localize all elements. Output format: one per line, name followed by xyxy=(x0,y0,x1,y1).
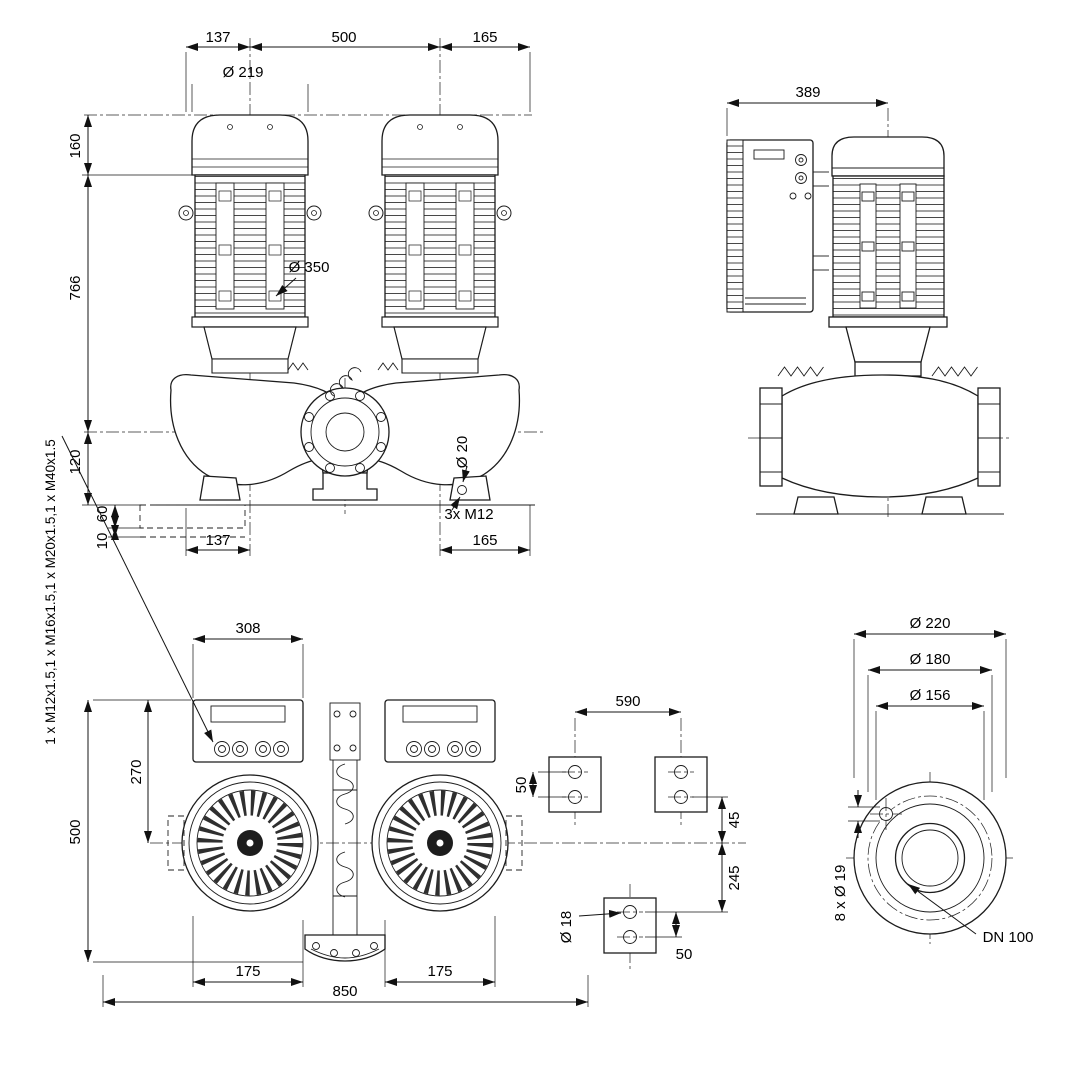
vfd-display xyxy=(753,149,785,160)
dim-motor-cap-dia: Ø 219 xyxy=(223,64,264,81)
bore-circle xyxy=(894,822,966,894)
dim-hole-pitch-bottom: 50 xyxy=(676,946,693,963)
fan-cover-right xyxy=(371,774,509,912)
label-drain-thread: 3x M12 xyxy=(444,506,493,523)
motor-cap xyxy=(831,136,945,177)
dim-bolt-circle-dia: Ø 180 xyxy=(910,651,951,668)
seal-spring-right xyxy=(931,366,978,377)
dim-hole-dia: Ø 18 xyxy=(558,911,575,944)
foundation-outline xyxy=(139,504,246,529)
flange-bore xyxy=(325,412,365,452)
pump-foot-left xyxy=(793,496,839,515)
discharge-flange xyxy=(977,387,1001,487)
flange-outer-circle xyxy=(853,781,1007,935)
label-bolt-holes: 8 x Ø 19 xyxy=(832,865,849,922)
side-view: 389 xyxy=(726,84,1012,520)
motor-left xyxy=(178,114,322,374)
dim-front-width-left-bottom: 137 xyxy=(205,532,230,549)
dim-front-width-right-bottom: 165 xyxy=(472,532,497,549)
raised-face-circle xyxy=(875,803,985,913)
dim-side-depth: 389 xyxy=(795,84,820,101)
dim-axis-offset: 45 xyxy=(726,812,743,829)
dim-total-depth: 500 xyxy=(67,819,84,844)
vfd-display-right xyxy=(402,705,478,723)
cable-coil-top xyxy=(336,763,354,825)
motor-flange xyxy=(828,316,948,328)
seal-spring-right xyxy=(377,362,399,371)
suction-flange xyxy=(759,387,783,487)
dim-front-width-right: 165 xyxy=(472,29,497,46)
motor-fins xyxy=(832,175,945,318)
vfd-display-left xyxy=(210,705,286,723)
dim-left-offset: 175 xyxy=(235,963,260,980)
front-view: 137 500 165 Ø 219 160 766 120 60 10 Ø 35… xyxy=(67,29,544,556)
fan-cover-left xyxy=(181,774,319,912)
flange-raised-face xyxy=(310,397,380,467)
motor-right xyxy=(368,114,512,374)
pump-foot-right xyxy=(449,475,491,501)
drain-plug xyxy=(457,485,467,495)
top-view: 308 270 500 175 175 850 1 x M12x1.5,1 x … xyxy=(43,435,589,1007)
callout-cable-glands: 1 x M12x1.5,1 x M16x1.5,1 x M20x1.5,1 x … xyxy=(43,439,58,744)
pump-foot-left xyxy=(199,475,241,501)
volute-casing xyxy=(781,374,979,498)
pump-foot-left xyxy=(167,815,185,871)
vfd-connector xyxy=(795,172,807,184)
dim-port-center-height: 120 xyxy=(67,449,84,474)
dim-front-width-left: 137 xyxy=(205,29,230,46)
dim-flange-outer-dia: Ø 220 xyxy=(910,615,951,632)
discharge-flange xyxy=(300,387,390,477)
bore-chamfer-circle xyxy=(901,829,959,887)
pump-foot-right xyxy=(505,815,523,871)
dim-drain-dia: Ø 20 xyxy=(454,436,471,469)
lantern xyxy=(845,326,931,363)
dim-fan-cowl-dia: Ø 350 xyxy=(289,259,330,276)
pump-foot-right xyxy=(921,496,967,515)
cable-glands-left xyxy=(214,741,289,757)
vfd-heatsink xyxy=(726,139,744,313)
dim-raised-face-dia: Ø 156 xyxy=(910,687,951,704)
dim-total-length: 850 xyxy=(332,983,357,1000)
cable-glands-right xyxy=(406,741,481,757)
vfd-knob xyxy=(795,154,807,166)
cable-coil xyxy=(329,367,362,397)
pump-foot-center xyxy=(312,472,378,501)
seal-spring-left xyxy=(777,366,824,377)
dim-hole-pitch-top: 50 xyxy=(513,777,530,794)
foot-mounting-view: 590 50 45 245 50 Ø 18 xyxy=(513,693,746,970)
center-bracket xyxy=(329,702,361,761)
dim-front-to-axis: 270 xyxy=(128,759,145,784)
flange-bolts xyxy=(304,391,386,473)
label-nominal-dia: DN 100 xyxy=(983,929,1034,946)
seal-housing xyxy=(854,361,922,377)
cable-coil-bottom xyxy=(336,851,354,898)
dim-hole-spacing: 590 xyxy=(615,693,640,710)
dim-module-width: 308 xyxy=(235,620,260,637)
flange-view: Ø 220 Ø 180 Ø 156 8 x Ø 19 DN 100 xyxy=(832,615,1033,946)
dim-cap-height: 160 xyxy=(67,133,84,158)
dim-foot-plate: 10 xyxy=(94,533,111,550)
dim-base-height: 60 xyxy=(94,506,111,523)
bolt-circle xyxy=(867,795,993,921)
seal-spring-left xyxy=(287,362,309,371)
dim-right-offset: 175 xyxy=(427,963,452,980)
dim-front-width-center: 500 xyxy=(331,29,356,46)
dim-motor-height: 766 xyxy=(67,275,84,300)
dim-axis-to-rear: 245 xyxy=(726,865,743,890)
